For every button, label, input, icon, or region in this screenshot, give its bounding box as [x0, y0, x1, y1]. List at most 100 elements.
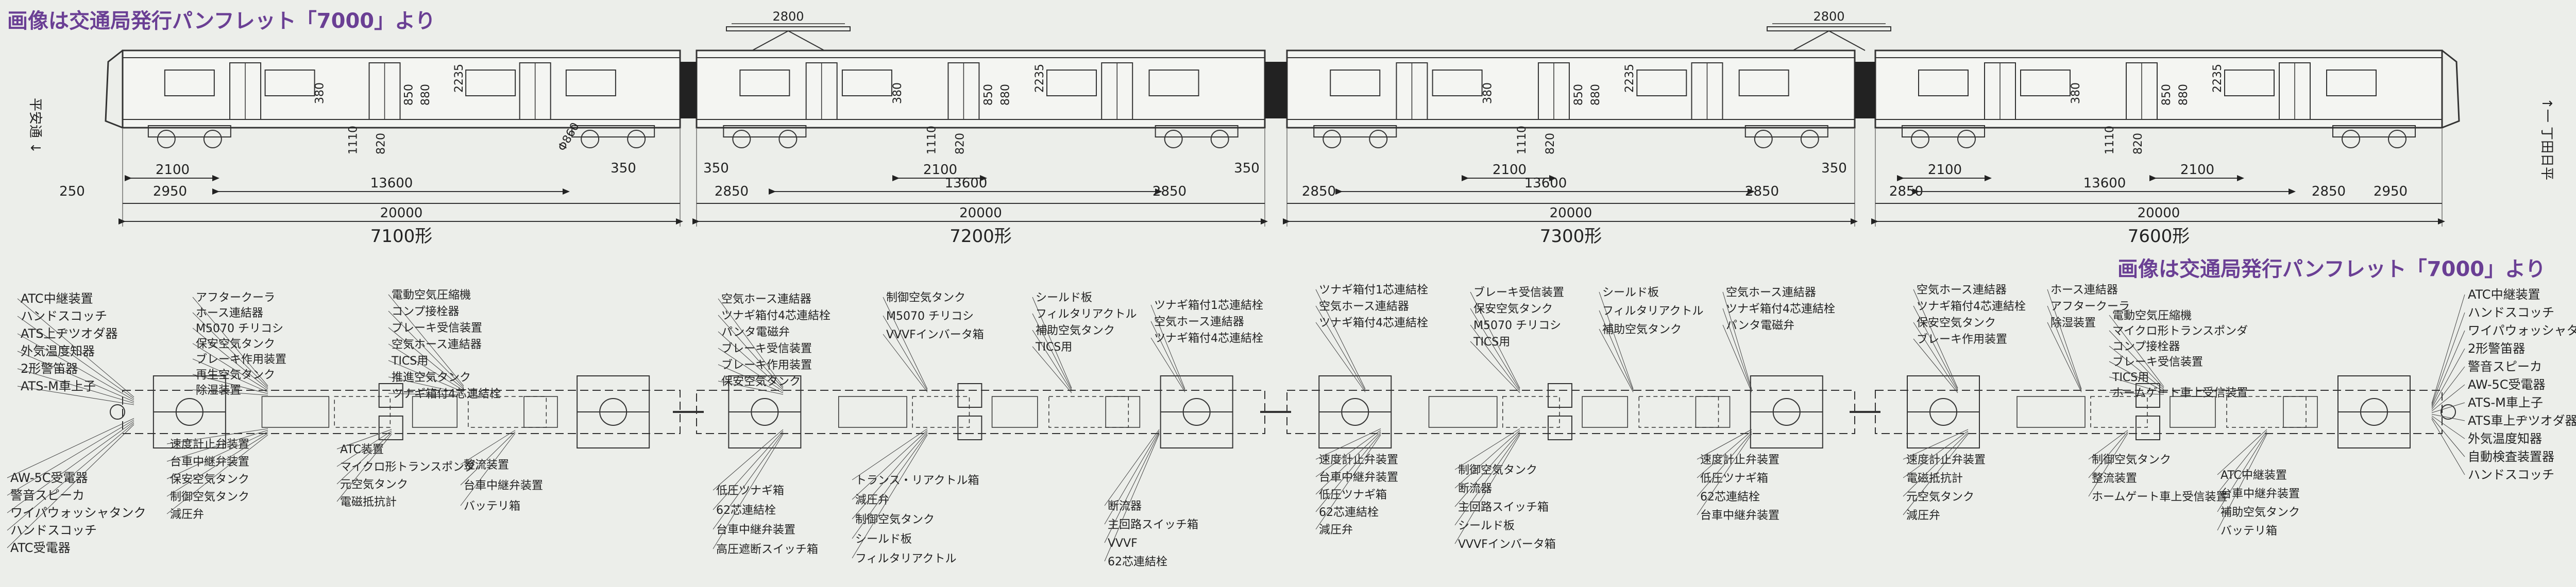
car-type-label-4: 7600形: [2128, 226, 2190, 247]
car2_top_a-leader-2: [718, 331, 784, 390]
car2_bot_b-label-0: トランス・リアクトル箱: [855, 474, 979, 487]
underfloor-plan: [110, 375, 2456, 448]
window: [1738, 70, 1789, 96]
car4_bot_c-leader-0: [2217, 429, 2267, 475]
cab-nose-left: [105, 49, 123, 129]
car4_top_a-leader-2: [1913, 322, 1958, 392]
car1_top_a-leader-6: [192, 389, 268, 395]
car2_top_d-leader-0: [1150, 304, 1185, 389]
car1_top_b-leader-3: [388, 343, 464, 391]
window: [1148, 70, 1199, 96]
car4_bot_b-label-1: 整流装置: [2092, 472, 2137, 485]
car2_top_a-label-0: 空気ホース連結器: [721, 293, 811, 306]
car4_right-leader-2: [2431, 330, 2465, 407]
car4_right-label-5: AW-5C受電器: [2468, 377, 2546, 392]
car4_top_a-label-2: 保安空気タンク: [1917, 317, 1996, 330]
car2_bot_b-leader-3: [852, 433, 928, 539]
car3_bot_b-leader-1: [1454, 430, 1520, 489]
car3_bot_c-leader-3: [1697, 434, 1752, 515]
car4_bot_a-leader-0: [1903, 429, 1969, 460]
car2_bot_c-leader-2: [1104, 432, 1160, 543]
car1_bot_a-label-1: 台車中継弁装置: [170, 456, 249, 469]
car1_left_top-leader-3: [17, 351, 134, 402]
dim-2950-a-label: 2950: [153, 184, 187, 199]
car4_right-label-7: ATS車上ヂツオダ器: [2468, 413, 2576, 428]
gangway: [1855, 62, 1875, 118]
car3_top_d-leader-1: [1722, 308, 1752, 391]
car4_right-leader-5: [2431, 384, 2465, 411]
car-type-label-1: 7100形: [370, 226, 433, 247]
car2_top_c-leader-0: [1032, 297, 1072, 389]
dim-2950-b-label: 2950: [2374, 184, 2408, 199]
car1_top_a-leader-4: [192, 358, 268, 392]
dim-2850-a-label: 2850: [715, 184, 749, 199]
car3_bot_a-leader-0: [1315, 428, 1381, 460]
car4_bot_a-leader-3: [1903, 434, 1969, 515]
dim-880-label: 880: [419, 84, 432, 106]
equipment-box-small: [957, 383, 982, 408]
equipment-box-small: [2136, 383, 2160, 408]
car4_bot_c-leader-3: [2217, 434, 2267, 531]
car2_bot_a-leader-2: [713, 432, 784, 530]
car4_top_c-leader-1: [2109, 330, 2164, 389]
car-plan-3: [1286, 375, 1855, 448]
car4_top_c-leader-2: [2109, 346, 2164, 390]
car1_left_bot-leader-1: [7, 420, 134, 496]
equipment-labels: ATC中継装置ハンドスコッチATS上ヂツオダ器外気温度知器2形警笛器ATS-M車…: [7, 284, 2576, 568]
wheel: [2388, 130, 2406, 148]
car2_top_a-leader-1: [718, 315, 784, 389]
dim-880-label: 880: [2177, 84, 2190, 106]
car4_right-label-2: ワイパウォッシャタンク: [2468, 323, 2576, 338]
car1_top_a-leader-0: [192, 297, 268, 386]
car3_bot_b-leader-2: [1454, 431, 1520, 507]
car3_bot_a-leader-4: [1315, 435, 1381, 530]
car1_top_b-leader-6: [388, 393, 464, 395]
car3_bot_b-leader-4: [1454, 435, 1520, 544]
bogie-pivot: [1182, 398, 1211, 426]
pantograph-arm: [1792, 30, 1866, 51]
equipment-box-small: [1547, 416, 1572, 440]
dim-20000-0-label: 20000: [380, 205, 423, 221]
source-banner-bottom: 画像は交通局発行パンフレット「7000」より: [2117, 257, 2546, 281]
car-plan-4: [1875, 375, 2443, 448]
car3_bot_b-label-4: VVVFインバータ箱: [1458, 538, 1556, 551]
dim-820-label: 820: [1544, 133, 1557, 154]
car4_top_b-leader-1: [2047, 305, 2082, 391]
equipment-box: [2283, 396, 2318, 428]
car2_bot_a-label-2: 台車中継弁装置: [716, 524, 795, 537]
bogie-pivot: [1929, 398, 1957, 426]
dim-350-d-label: 350: [1821, 161, 1847, 176]
car1_bot_b-leader-1: [336, 430, 392, 467]
end-label-left: 平安通 ↓: [27, 98, 43, 153]
car2_top_b-label-0: 制御空気タンク: [886, 291, 965, 304]
car3_bot_c-label-2: 62芯連結栓: [1700, 491, 1760, 504]
car2_top_c-leader-3: [1032, 346, 1072, 393]
car-outline: [122, 390, 681, 434]
car3_bot_c-label-1: 低圧ツナギ箱: [1700, 472, 1768, 485]
window: [841, 70, 892, 96]
car1_bot_a-leader-3: [166, 433, 268, 497]
car2_top_c-leader-1: [1032, 313, 1072, 390]
car1_bot_a-leader-0: [166, 428, 268, 444]
dim-2850-f-label: 2850: [2312, 184, 2346, 199]
car3_top_d-label-0: 空気ホース連結器: [1726, 286, 1816, 299]
dim-850-label: 850: [2160, 84, 2173, 106]
dim-2100-1-label: 2100: [923, 162, 957, 178]
car2_bot_c-leader-3: [1104, 434, 1160, 562]
car4_bot_a-label-3: 減圧弁: [1906, 509, 1940, 522]
end-label-right: ↑一 丁田日平: [2539, 98, 2554, 180]
equipment-box: [261, 396, 330, 428]
car1_left_top-label-0: ATC中継装置: [21, 291, 93, 306]
car2_bot_b-leader-1: [852, 430, 928, 500]
car2_top_b-label-1: M5070 チリコシ: [886, 310, 974, 323]
dim-350-c-label: 350: [1234, 161, 1260, 176]
car4_bot_c-label-2: 補助空気タンク: [2221, 506, 2300, 519]
car4_right-label-3: 2形警笛器: [2468, 341, 2525, 356]
car4_bot_c-label-0: ATC中継装置: [2221, 469, 2287, 482]
car2_top_d-leader-1: [1150, 321, 1185, 391]
window: [1918, 70, 1969, 96]
bogie-pivot: [175, 398, 204, 426]
car4_top_a-leader-3: [1913, 338, 1958, 393]
